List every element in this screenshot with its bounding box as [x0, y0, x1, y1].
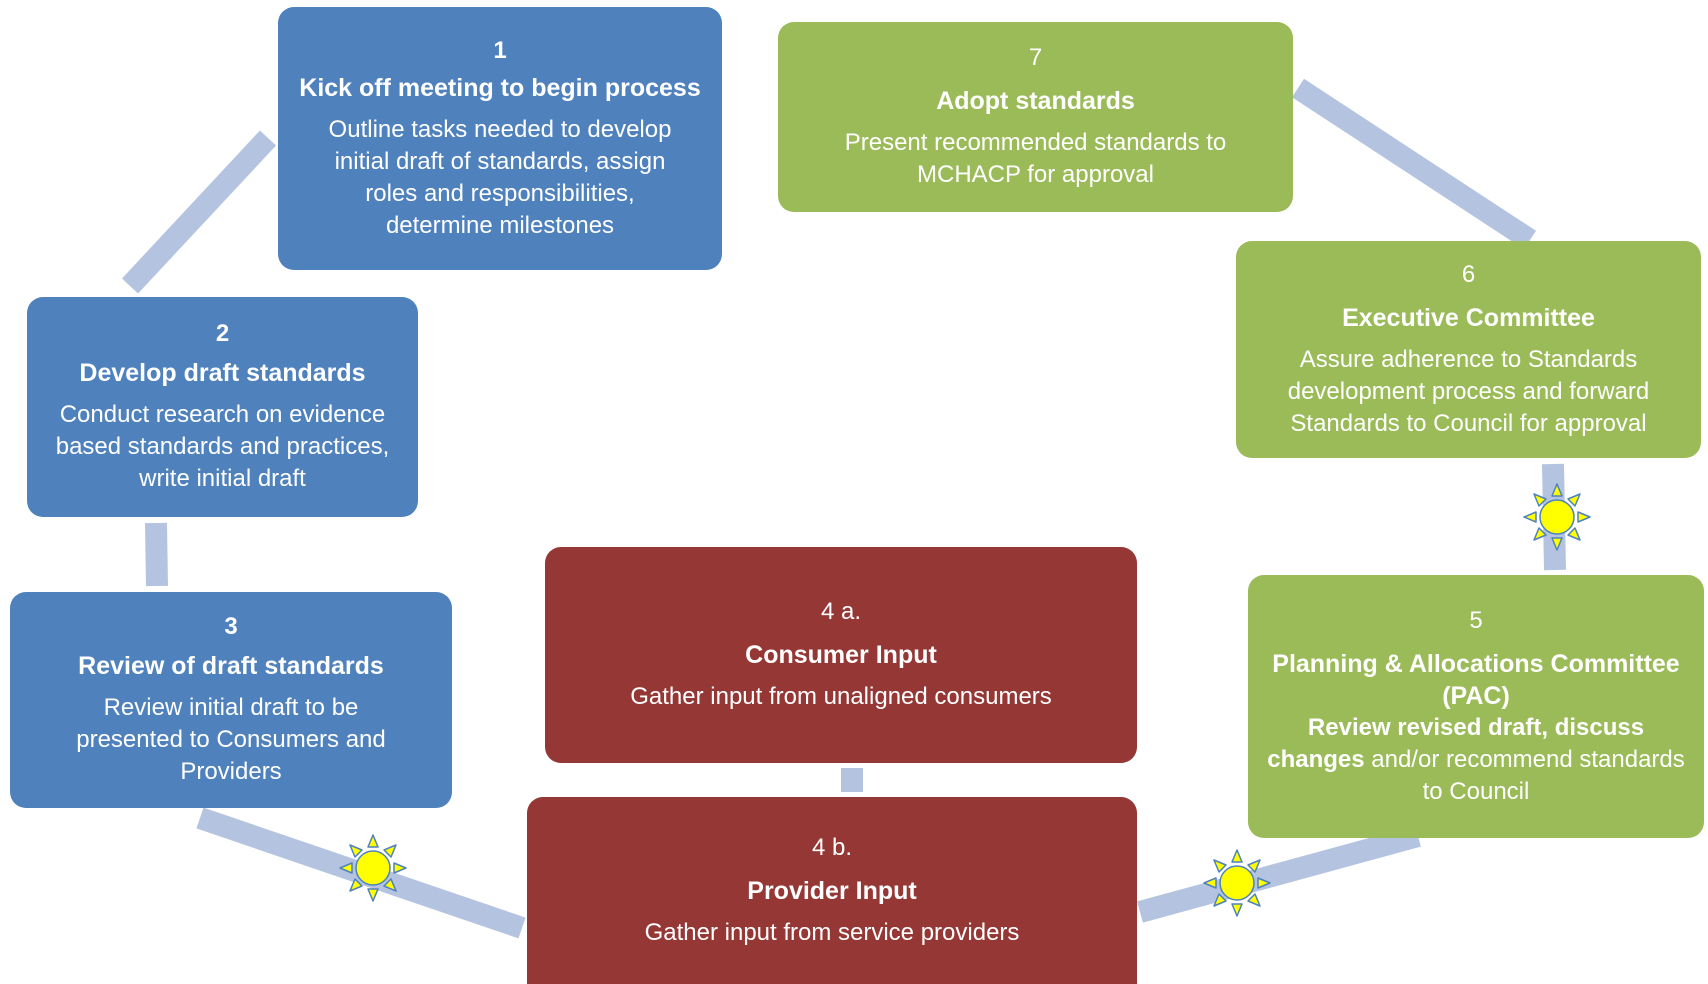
- step-description: Conduct research on evidence based stand…: [55, 401, 390, 492]
- step-7-box: 7 Adopt standards Present recommended st…: [778, 22, 1293, 212]
- step-number: 4 b.: [811, 833, 853, 861]
- connector-1-2: [121, 130, 277, 294]
- step-5-box: 5 Planning & Allocations Committee (PAC)…: [1248, 575, 1704, 838]
- step-number: 3: [224, 613, 238, 640]
- step-title: Planning & Allocations Committee (PAC): [1272, 649, 1680, 710]
- step-2-box: 2 Develop draft standards Conduct resear…: [27, 297, 418, 517]
- step-description: Outline tasks needed to develop initial …: [328, 115, 672, 239]
- step-6-box: 6 Executive Committee Assure adherence t…: [1236, 241, 1701, 458]
- step-4b-box: 4 b. Provider Input Gather input from se…: [527, 797, 1137, 984]
- step-3-box: 3 Review of draft standards Review initi…: [10, 592, 452, 808]
- step-title: Provider Input: [747, 876, 917, 905]
- step-description-bold: Review revised draft, discuss changes: [1267, 713, 1645, 773]
- step-title: Adopt standards: [936, 87, 1135, 115]
- step-title: Executive Committee: [1342, 303, 1595, 332]
- step-number: 5: [1469, 606, 1483, 634]
- step-description: Assure adherence to Standards developmen…: [1287, 345, 1650, 437]
- step-number: 6: [1461, 260, 1476, 288]
- sun-icon: [1523, 483, 1591, 551]
- step-1-box: 1 Kick off meeting to begin process Outl…: [278, 7, 722, 270]
- step-title: Consumer Input: [745, 641, 937, 669]
- step-number: 2: [215, 320, 230, 347]
- sun-icon: [339, 834, 407, 902]
- step-description: Review initial draft to be presented to …: [76, 694, 386, 785]
- step-description: Review revised draft, discuss changes an…: [1262, 712, 1690, 808]
- step-number: 1: [493, 36, 507, 64]
- step-description: Gather input from service providers: [644, 918, 1020, 946]
- connector-2-3: [145, 522, 168, 587]
- step-description: Gather input from unaligned consumers: [630, 683, 1052, 710]
- step-description-rest: and/or recommend standards to Council: [1364, 745, 1685, 805]
- connector-4b-5: [1137, 825, 1421, 923]
- step-title: Review of draft standards: [78, 652, 384, 680]
- step-number: 4 a.: [820, 598, 862, 625]
- sun-icon: [1203, 849, 1271, 917]
- step-title: Kick off meeting to begin process: [299, 73, 701, 102]
- connector-6-7: [1291, 78, 1537, 250]
- step-title: Develop draft standards: [79, 359, 366, 387]
- step-number: 7: [1028, 44, 1043, 71]
- step-4a-box: 4 a. Consumer Input Gather input from un…: [545, 547, 1137, 763]
- step-description: Present recommended standards to MCHACP …: [844, 129, 1227, 188]
